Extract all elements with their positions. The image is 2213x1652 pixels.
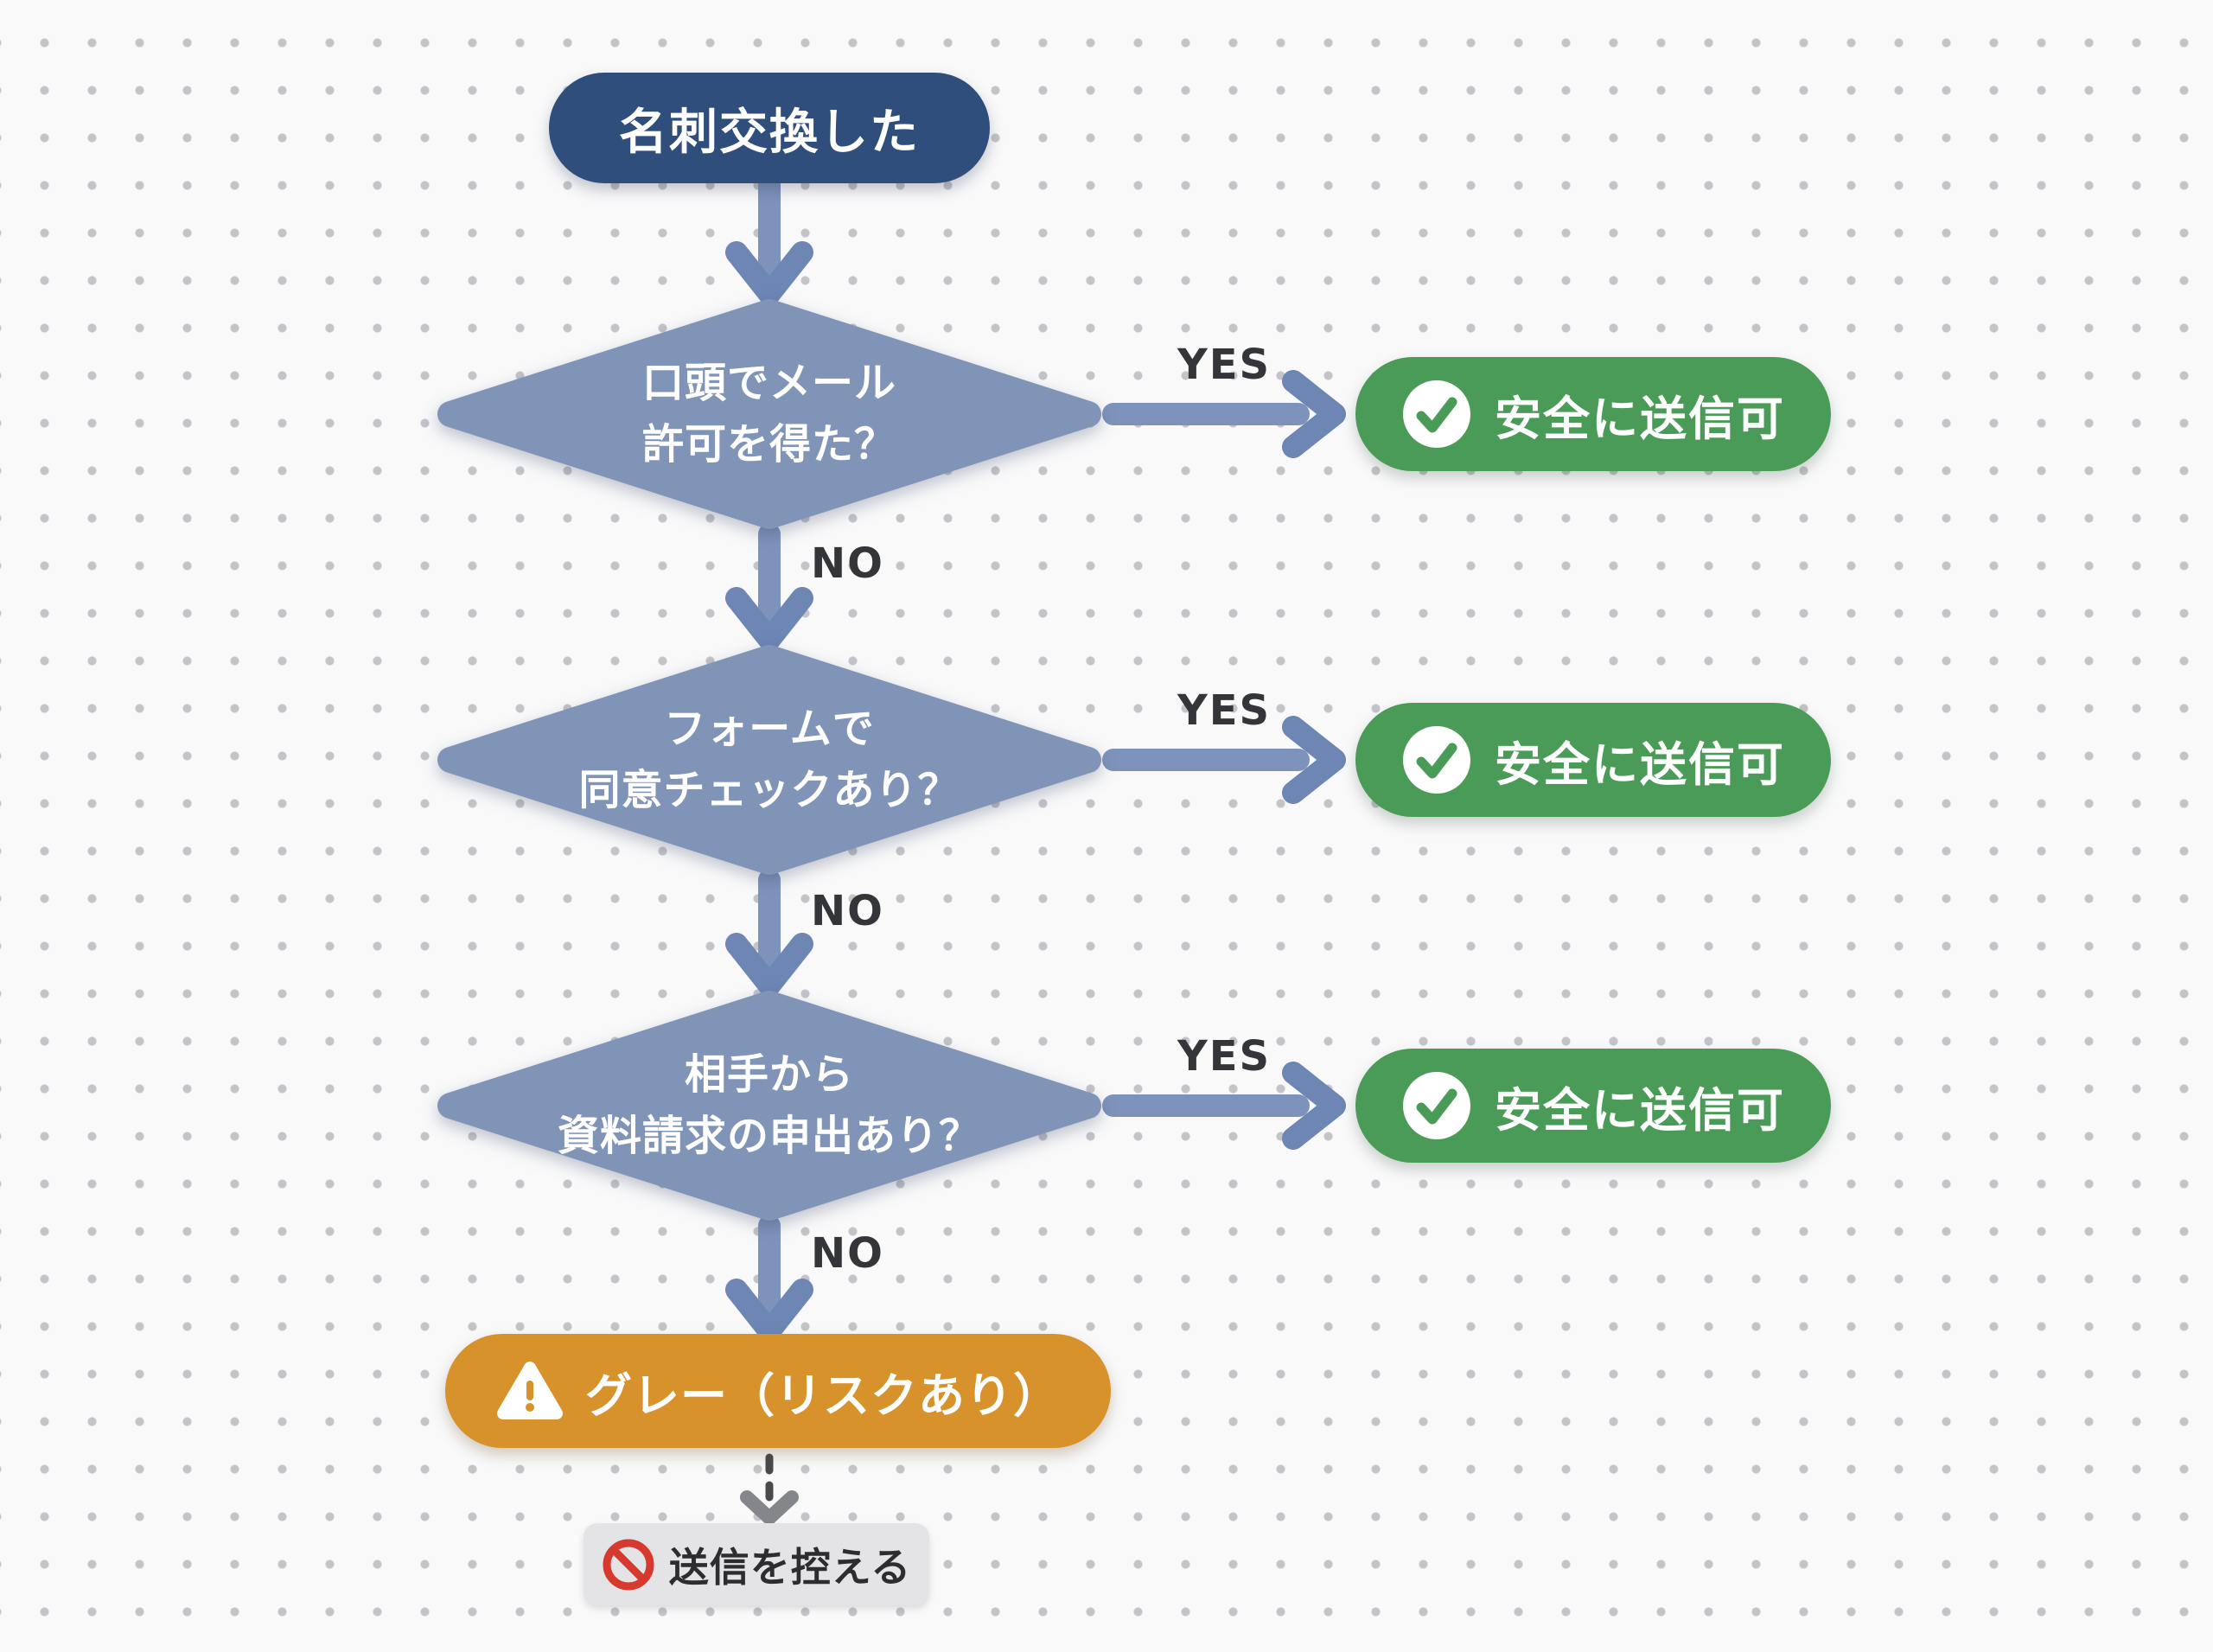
no-entry-icon bbox=[603, 1539, 654, 1590]
decision-3-line1: 相手から bbox=[684, 1049, 854, 1099]
outcome-label-3: 安全に送信可 bbox=[1495, 1082, 1785, 1138]
decision-node-2: フォームで 同意チェックあり？ bbox=[437, 644, 1102, 876]
down-arrow-1-head bbox=[725, 241, 813, 305]
start-node: 名刺交換した bbox=[549, 73, 990, 183]
no-label-1: NO bbox=[811, 539, 884, 588]
stop-node: 送信を控える bbox=[584, 1523, 929, 1605]
down-arrow-2-head bbox=[725, 587, 813, 651]
diamond-shape-3 bbox=[437, 991, 1101, 1221]
stop-node-label: 送信を控える bbox=[668, 1543, 912, 1591]
decision-2-line2: 同意チェックあり？ bbox=[578, 766, 960, 814]
yes-label-1: YES bbox=[1177, 341, 1272, 389]
check-circle-icon bbox=[1403, 1072, 1470, 1139]
decision-1-line2: 許可を得た？ bbox=[641, 420, 896, 469]
diamond-shape-1 bbox=[437, 299, 1101, 529]
down-arrow-4-head bbox=[725, 1279, 813, 1343]
no-label-2: NO bbox=[811, 887, 884, 935]
decision-node-1: 口頭でメール 許可を得た？ bbox=[437, 298, 1102, 530]
warning-triangle-icon bbox=[497, 1362, 563, 1419]
risk-node-label: グレー（リスクあり） bbox=[585, 1368, 1061, 1423]
decision-node-3: 相手から 資料請求の申出あり？ bbox=[437, 990, 1102, 1221]
outcome-node-2: 安全に送信可 bbox=[1355, 703, 1831, 817]
outcome-node-1: 安全に送信可 bbox=[1355, 357, 1831, 471]
start-node-label: 名刺交換した bbox=[619, 104, 920, 161]
yes-label-2: YES bbox=[1177, 686, 1272, 735]
outcome-label-1: 安全に送信可 bbox=[1495, 391, 1785, 446]
decision-2-line1: フォームで bbox=[664, 704, 875, 753]
check-circle-icon bbox=[1403, 380, 1470, 448]
down-arrow-3-head bbox=[725, 933, 813, 997]
decision-1-line1: 口頭でメール bbox=[641, 358, 896, 407]
no-label-3: NO bbox=[811, 1229, 884, 1278]
outcome-label-2: 安全に送信可 bbox=[1495, 737, 1785, 792]
risk-node: グレー（リスクあり） bbox=[445, 1334, 1111, 1448]
outcome-node-3: 安全に送信可 bbox=[1355, 1049, 1831, 1163]
check-circle-icon bbox=[1403, 726, 1470, 794]
yes-arrow-2-head bbox=[1282, 716, 1346, 804]
diamond-shape-2 bbox=[437, 645, 1101, 875]
yes-arrow-3-head bbox=[1282, 1062, 1346, 1150]
yes-label-3: YES bbox=[1177, 1032, 1272, 1081]
decision-3-line2: 資料請求の申出あり？ bbox=[557, 1112, 981, 1160]
dashed-arrow-head bbox=[740, 1490, 799, 1525]
yes-arrow-1-head bbox=[1282, 370, 1346, 458]
